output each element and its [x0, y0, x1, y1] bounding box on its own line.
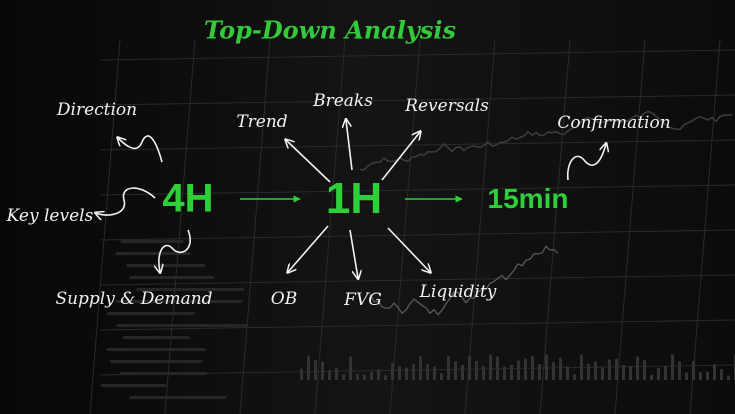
squiggle-arrow-direction: [118, 135, 163, 163]
label-confirmation: Confirmation: [557, 113, 671, 133]
timeframe-4h: 4H: [162, 176, 214, 221]
label-fvg: FVG: [344, 290, 382, 310]
label-reversals: Reversals: [405, 96, 489, 116]
timeframe-15min: 15min: [487, 183, 569, 214]
squiggle-arrow-supply-demand: [159, 229, 191, 272]
label-key-levels: Key levels: [6, 206, 94, 226]
background-data-table: [101, 240, 249, 399]
label-liquidity: Liquidity: [419, 282, 497, 302]
background-chart-line: [359, 110, 733, 171]
arrow-reversals: [381, 132, 420, 181]
background-chart-line: [369, 245, 559, 316]
squiggle-arrow-confirmation: [566, 144, 606, 181]
label-supply-demand: Supply & Demand: [55, 289, 213, 309]
background-volume-bars: [300, 354, 735, 380]
label-breaks: Breaks: [313, 91, 373, 111]
page-title: Top-Down Analysis: [204, 15, 456, 45]
arrow-trend: [286, 140, 331, 183]
label-ob: OB: [270, 289, 298, 309]
squiggle-arrow-key-levels: [96, 187, 156, 215]
chart-grid-lines: [89, 39, 735, 414]
label-trend: Trend: [236, 112, 288, 132]
arrow-breaks: [346, 120, 353, 171]
arrow-ob: [288, 225, 329, 272]
timeframe-1h: 1H: [325, 174, 383, 223]
arrow-fvg: [349, 229, 358, 278]
arrow-liquidity: [387, 227, 430, 272]
label-direction: Direction: [56, 100, 138, 120]
